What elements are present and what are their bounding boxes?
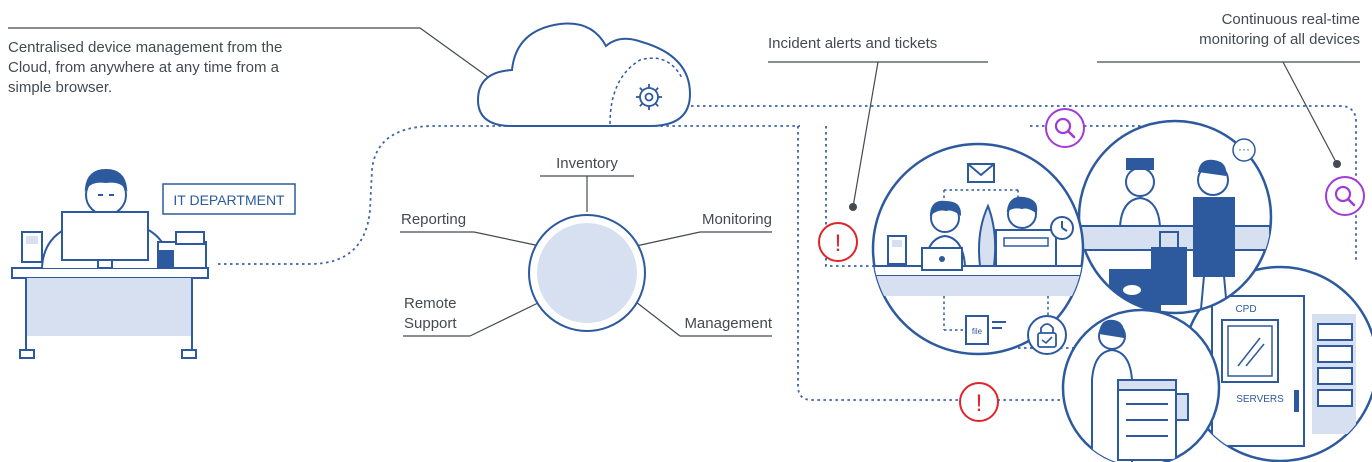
incident-callout-text: Incident alerts and tickets: [768, 34, 937, 54]
connection-left-vertical: [797, 126, 1120, 401]
magnifier-icon: [1045, 108, 1085, 148]
hub-label-support: Support: [404, 315, 457, 332]
connection-cloud-right: [685, 105, 1357, 260]
office-monitor: [995, 229, 1057, 267]
desk-top: [11, 267, 209, 279]
alert-symbol-top: !: [835, 230, 842, 257]
traveler-body: [1193, 197, 1235, 277]
cpd-label: CPD: [1235, 304, 1256, 315]
gear-icon: [636, 84, 662, 110]
envelope-icon: [967, 163, 995, 183]
monitoring-callout-dot: [1333, 160, 1341, 168]
magnifier-icon: [1325, 176, 1365, 216]
monitoring-callout-line-2: monitoring of all devices: [1199, 31, 1360, 48]
lock-icon: [1027, 315, 1067, 355]
hub-label-inventory: Inventory: [556, 155, 618, 172]
file-document: [965, 315, 989, 345]
servers-label: SERVERS: [1236, 394, 1284, 405]
desk-panel: [26, 278, 192, 336]
connection-inner-vertical: [825, 126, 888, 267]
alert-icon: [959, 382, 999, 422]
hub-inner-disc: [537, 223, 637, 323]
monitoring-callout-text: Continuous real-time monitoring of all d…: [1199, 10, 1360, 50]
incident-callout-leader: [852, 61, 879, 208]
cloud-callout-line-1: Centralised device management from the: [8, 39, 283, 56]
incident-callout-line: Incident alerts and tickets: [768, 35, 938, 52]
svg-text:···: ···: [1238, 142, 1250, 156]
it-department-sign: [162, 183, 296, 215]
alert-symbol-bottom: !: [976, 390, 983, 417]
it-department-illustration: [11, 168, 296, 359]
it-department-sign-text: IT DEPARTMENT: [173, 192, 285, 208]
hub-label-remote: Remote: [404, 295, 457, 312]
monitor: [61, 211, 149, 261]
scene-reception: ···: [1077, 119, 1273, 315]
alert-icon: [818, 222, 858, 262]
scene-printer: [1061, 308, 1221, 462]
cloud-icon: [476, 22, 692, 127]
clock-icon: [1050, 216, 1074, 240]
hub-label-reporting: Reporting: [401, 211, 466, 228]
speech-bubble: [1232, 138, 1256, 162]
connection-it-to-cloud: [218, 125, 800, 265]
file-label: file: [972, 327, 983, 336]
hub-label-monitoring: Monitoring: [702, 211, 772, 228]
cloud-callout-text: Centralised device management from the C…: [8, 38, 282, 98]
incident-callout-dot: [849, 203, 857, 211]
central-hub: [400, 175, 772, 337]
hub-label-management: Management: [684, 315, 772, 332]
scene-office: file: [871, 142, 1085, 356]
cloud-callout-line-2: Cloud, from anywhere at any time from a: [8, 59, 279, 76]
monitoring-callout-line-1: Continuous real-time: [1221, 11, 1360, 28]
monitoring-callout-leader: [1282, 61, 1338, 165]
scene-server-room: CPD SERVERS: [1181, 265, 1372, 462]
cloud-callout-line-3: simple browser.: [8, 79, 113, 96]
